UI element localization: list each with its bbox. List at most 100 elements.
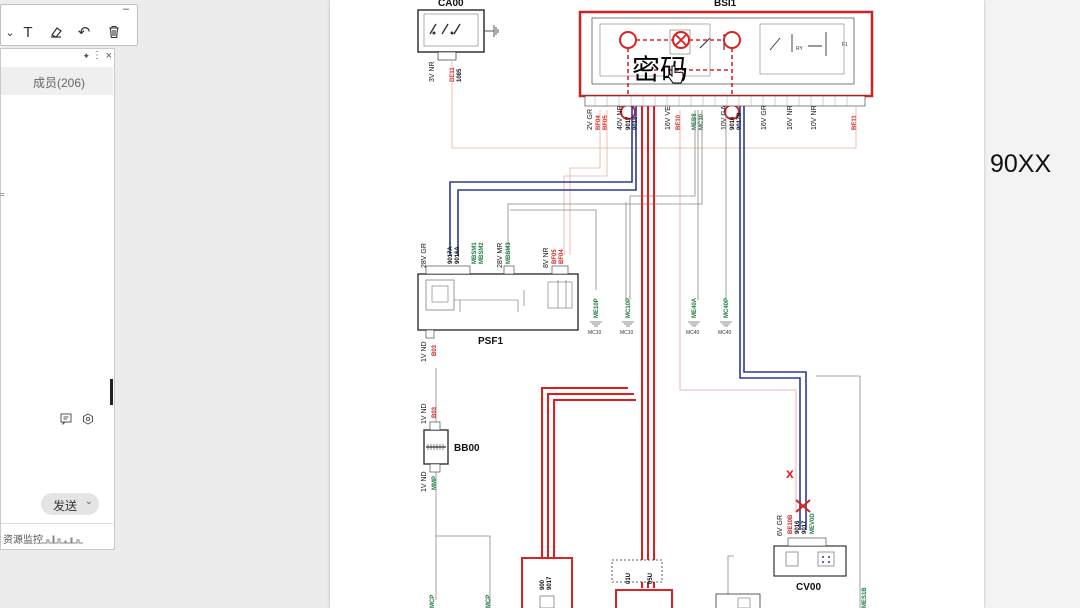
wire-mcp-2: MCP bbox=[486, 595, 492, 608]
bsi1-component[interactable]: RY F1 BSI1 bbox=[578, 0, 874, 120]
wire-me40a: ME40A bbox=[692, 297, 698, 318]
eraser-icon[interactable] bbox=[47, 23, 65, 41]
scrollbar-thumb[interactable] bbox=[110, 379, 113, 405]
send-button[interactable]: 发送 ⌄ bbox=[41, 493, 99, 515]
x-mark-2 bbox=[795, 499, 811, 513]
ground-label-3: MC40 bbox=[686, 330, 700, 336]
comment-icon[interactable] bbox=[59, 413, 73, 427]
ground-label-2: MC10 bbox=[620, 330, 634, 336]
red-wires bbox=[541, 106, 655, 588]
cv00-component[interactable]: CV00 bbox=[773, 537, 847, 593]
bsi-connector-16vgr: 16V GR bbox=[761, 105, 768, 130]
wire-9016-cv: 9016 bbox=[795, 520, 801, 534]
wire-1085: 1085 bbox=[457, 68, 463, 82]
wire-mc40p: MC40P bbox=[724, 298, 730, 318]
wire-b03-bb: B03 bbox=[432, 406, 438, 418]
send-dropdown-icon[interactable]: ⌄ bbox=[84, 496, 93, 507]
pin-icon[interactable]: ✦ bbox=[82, 51, 90, 61]
bottom-red-connector-right[interactable]: 01U 05U bbox=[611, 559, 673, 608]
svg-text:RY: RY bbox=[796, 46, 804, 52]
wire-be11-ca: BE11 bbox=[450, 67, 456, 82]
ca00-title: CA00 bbox=[438, 0, 464, 9]
wire-9017-cv: 9017 bbox=[802, 520, 808, 534]
bottom-red-connector-left[interactable]: 900 9017 bbox=[521, 557, 573, 608]
svg-text:F1: F1 bbox=[842, 42, 848, 48]
blue-wires bbox=[449, 106, 807, 530]
wire-mes1b: MES1B bbox=[862, 587, 868, 608]
ground-label-4: MC40 bbox=[718, 330, 732, 336]
x-mark-1: x bbox=[786, 465, 794, 481]
bb-connector-top: 1V ND bbox=[421, 403, 428, 424]
wire-900: 900 bbox=[540, 579, 546, 590]
bb-connector-bottom: 1V ND bbox=[421, 471, 428, 492]
wire-bf05-psf: BF05 bbox=[552, 249, 558, 264]
undo-icon[interactable]: ↶ bbox=[77, 24, 91, 41]
wire-mbsm1: MBSM1 bbox=[472, 242, 478, 264]
ground-label-1: MC10 bbox=[588, 330, 602, 336]
trash-icon[interactable] bbox=[105, 23, 123, 41]
bsi-connector-10vnr: 10V NR bbox=[811, 105, 818, 130]
psf1-component[interactable]: PSF1 bbox=[417, 265, 579, 347]
chat-panel-header: ✦ ⋮ × bbox=[1, 49, 114, 65]
cv-connector-6vgr: 6V GR bbox=[777, 515, 784, 536]
wire-me10p: ME10P bbox=[594, 298, 600, 318]
ca00-connector-label: 3V NR bbox=[429, 61, 436, 82]
bsi1-title: BSI1 bbox=[714, 0, 737, 9]
wire-9017a: 9017A bbox=[448, 246, 454, 264]
resource-monitor-label: 资源监控 bbox=[3, 535, 43, 546]
settings-hex-icon[interactable] bbox=[81, 413, 95, 427]
wire-9017: 9017 bbox=[626, 116, 632, 130]
chat-panel: ✦ ⋮ × 成员(206) 发送 ⌄ 资源监控 bbox=[0, 48, 115, 550]
resource-sparkline bbox=[41, 535, 83, 544]
cv00-title: CV00 bbox=[796, 582, 821, 593]
annotation-toolbar: – ⌄ T ↶ bbox=[0, 3, 138, 46]
wire-05u: 05U bbox=[648, 573, 654, 584]
bb00-title: BB00 bbox=[454, 443, 480, 454]
members-count-label: 成员(206) bbox=[33, 76, 86, 90]
send-label: 发送 bbox=[53, 499, 78, 513]
wire-be10b: BE10B bbox=[788, 514, 794, 534]
hand-cursor-icon bbox=[667, 65, 684, 84]
bsi-connector-16vnr: 16V NR bbox=[787, 105, 794, 130]
text-tool-icon[interactable]: T bbox=[23, 23, 33, 41]
psf1-title: PSF1 bbox=[478, 336, 503, 347]
psf-connector-1vnd: 1V ND bbox=[421, 341, 428, 362]
wire-mmp: MMP bbox=[432, 476, 438, 490]
wire-mbsm2: MBSM2 bbox=[479, 242, 485, 264]
toolbar-minimize-button[interactable]: – bbox=[122, 3, 129, 15]
ground-symbols: ME10P MC10P ME40A MC40P MC10 MC10 MC40 M… bbox=[588, 297, 732, 336]
wire-mev0d: MEV0D bbox=[810, 513, 816, 534]
wiring-diagram: .t{font-family:"Liberation Sans",sans-se… bbox=[417, 0, 874, 608]
chevron-down-icon[interactable]: ⌄ bbox=[5, 26, 15, 39]
diagram-code-label: 90XX bbox=[990, 150, 1052, 178]
members-header[interactable]: 成员(206) bbox=[1, 67, 113, 95]
psf-connector-8vnr: 8V NR bbox=[543, 247, 550, 268]
wire-b03-psf: B03 bbox=[432, 344, 438, 356]
wire-mc10p: MC10P bbox=[626, 298, 632, 318]
wire-9016: 9016 bbox=[730, 116, 736, 130]
wire-mcp-1: MCP bbox=[430, 595, 436, 608]
close-icon[interactable]: × bbox=[105, 50, 112, 62]
resource-monitor[interactable]: 资源监控 bbox=[1, 523, 113, 550]
wire-mbsm3: MBSM3 bbox=[506, 242, 512, 264]
wire-be10: BE10 bbox=[676, 114, 682, 130]
desktop-background-right bbox=[984, 0, 1080, 608]
wire-bf04: BF04 bbox=[596, 115, 602, 130]
bsi-connector-2vgr: 2V GR bbox=[587, 109, 594, 130]
bsi-connector-10vga: 10V GA bbox=[721, 105, 728, 130]
psf-connector-28vmr: 28V MR bbox=[497, 243, 504, 268]
wire-bf04-psf: BF04 bbox=[559, 249, 565, 264]
bsi-connector-16vve: 16V VE bbox=[665, 106, 672, 130]
wire-be11-bsi: BE11 bbox=[852, 115, 858, 130]
bsi-connector-40vnr: 40V NR bbox=[617, 105, 624, 130]
ca00-component[interactable]: CA00 3V NR BE11 1085 bbox=[417, 0, 499, 82]
wire-9017-bottom: 9017 bbox=[547, 576, 553, 590]
wire-bf05: BF05 bbox=[603, 115, 609, 130]
bb00-component[interactable]: BB00 bbox=[423, 421, 480, 473]
psf-connector-28vgr: 28V GR bbox=[421, 243, 428, 268]
edge-marker: = bbox=[0, 190, 5, 199]
more-menu-icon[interactable]: ⋮ bbox=[92, 50, 102, 61]
wire-9016a: 9016A bbox=[455, 246, 461, 264]
wire-01u: 01U bbox=[626, 573, 632, 584]
bottom-component-small[interactable] bbox=[715, 593, 761, 608]
